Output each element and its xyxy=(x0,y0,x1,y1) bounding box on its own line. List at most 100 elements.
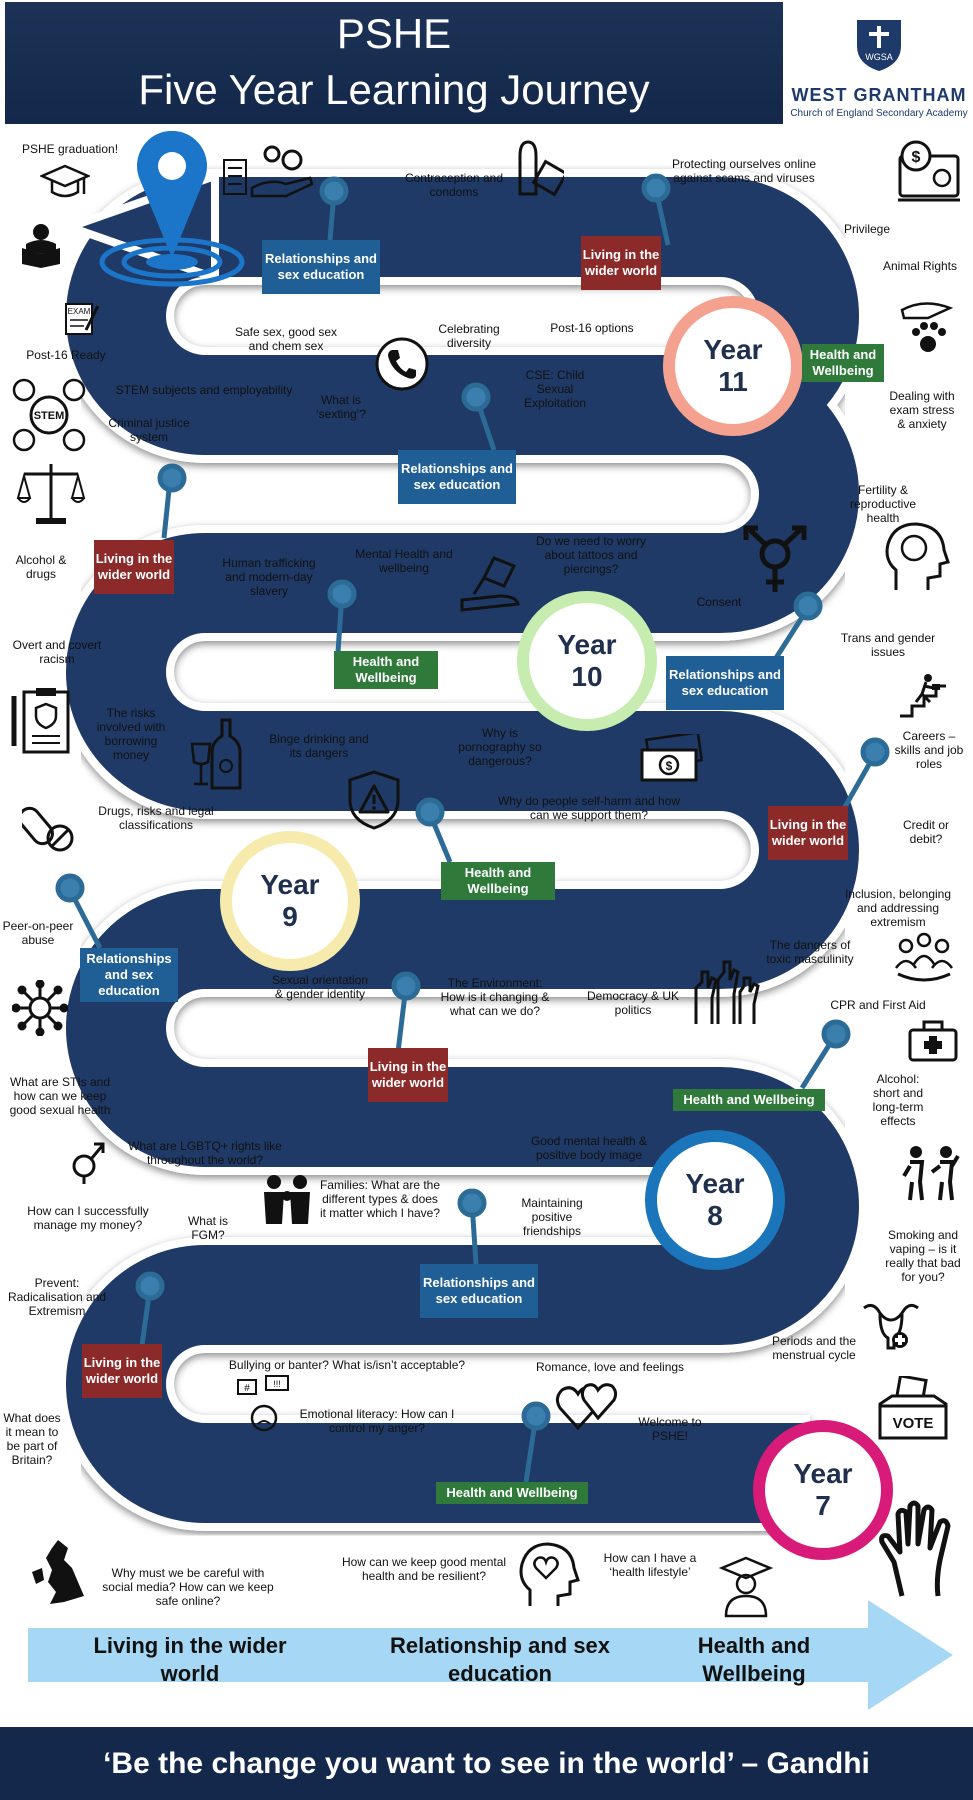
label-post16-ready: Post-16 Ready xyxy=(26,348,106,362)
label-graduation: PSHE graduation! xyxy=(21,142,119,156)
label-healthy: How can I have a ‘health lifestyle’ xyxy=(603,1551,697,1579)
label-periods: Periods and the menstrual cycle xyxy=(771,1334,857,1362)
label-safe-sex: Safe sex, good sex and chem sex xyxy=(234,325,338,353)
tag-lww: Living in the wider world xyxy=(768,806,848,860)
label-fertility: Fertility & reproductive health xyxy=(849,483,917,525)
tattoo-machine-icon xyxy=(460,556,520,612)
year-11-number: 11 xyxy=(718,366,748,397)
virus-network-icon xyxy=(12,980,68,1036)
exam-paper-icon: EXAM xyxy=(65,303,100,335)
year-9-word: Year xyxy=(260,869,320,900)
raised-hands-icon xyxy=(694,960,760,1024)
stem-icon: STEM xyxy=(12,378,86,452)
label-romance: Romance, love and feelings xyxy=(535,1360,685,1374)
year-7-number: 7 xyxy=(815,1490,831,1521)
label-self-harm: Why do people self-harm and how can we s… xyxy=(497,794,681,822)
tag-lww: Living in the wider world xyxy=(581,236,661,290)
label-money: How can I successfully manage my money? xyxy=(27,1204,149,1232)
label-social-media: Why must we be careful with social media… xyxy=(102,1566,274,1608)
label-families: Families: What are the different types &… xyxy=(319,1178,441,1220)
label-consent: Consent xyxy=(696,595,742,609)
gears-hand-icon xyxy=(223,145,314,198)
tag-hw: Health and Wellbeing xyxy=(436,1482,588,1504)
animal-paw-hand-icon xyxy=(900,302,954,352)
tag-rse: Relationships and sex education xyxy=(80,948,178,1002)
legend-rse: Relationship and sex education xyxy=(389,1633,611,1686)
label-credit: Credit or debit? xyxy=(902,818,949,846)
title-line-1: PSHE xyxy=(336,10,452,57)
warning-shield-icon xyxy=(348,770,400,830)
label-orientation: Sexual orientation & gender identity xyxy=(271,973,369,1001)
school-logo: WGSA WEST GRANTHAM Church of England Sec… xyxy=(785,14,973,119)
graduate-icon xyxy=(718,1556,774,1618)
tag-rse: Relationships and sex education xyxy=(398,450,516,504)
legend-hw: Health and Wellbeing xyxy=(697,1633,811,1686)
label-drugs-class: Drugs, risks and legal classifications xyxy=(98,804,214,832)
gender-symbol-icon xyxy=(72,1142,105,1184)
heart-head-icon xyxy=(519,1542,580,1606)
title-line-2: Five Year Learning Journey xyxy=(138,66,650,113)
year-10-number: 10 xyxy=(571,661,603,692)
inclusion-people-icon xyxy=(894,932,954,982)
label-privilege: Privilege xyxy=(843,222,891,236)
label-fgm: What is FGM? xyxy=(187,1214,228,1242)
label-cse: CSE: Child Sexual Exploitation xyxy=(523,368,587,410)
svg-text:!!!: !!! xyxy=(273,1379,281,1389)
graduation-cap-icon xyxy=(40,164,90,198)
label-welcome: Welcome to PSHE! xyxy=(638,1415,702,1443)
label-lgbtq: What are LGBTQ+ rights like throughout t… xyxy=(128,1139,282,1167)
svg-text:#: # xyxy=(244,1383,250,1394)
pills-icon xyxy=(22,806,74,852)
label-trafficking: Human trafficking and modern-day slavery xyxy=(222,556,316,598)
ballot-box-icon: VOTE xyxy=(878,1376,948,1440)
transgender-symbol-icon xyxy=(743,525,807,592)
label-masculinity: The dangers of toxic masculinity xyxy=(766,938,854,966)
label-mental-health: Mental Health and wellbeing xyxy=(355,547,453,575)
year-8-word: Year xyxy=(685,1168,745,1199)
strand-arrow xyxy=(28,1600,953,1710)
year-11-word: Year xyxy=(703,334,763,365)
label-careers: Careers – skills and job roles xyxy=(894,729,964,771)
year-7-word: Year xyxy=(793,1458,853,1489)
scales-of-justice-icon xyxy=(16,464,86,524)
label-peer-abuse: Peer-on-peer abuse xyxy=(2,919,74,947)
label-britain: What does it mean to be part of Britain? xyxy=(3,1411,61,1467)
reader-icon xyxy=(22,224,60,268)
label-scams: Protecting ourselves online against scam… xyxy=(671,157,817,185)
argument-people-icon xyxy=(902,1146,960,1201)
label-racism: Overt and covert racism xyxy=(12,638,102,666)
label-sexting: What is ‘sexting’? xyxy=(315,393,367,421)
label-emotional: Emotional literacy: How can I control my… xyxy=(299,1407,455,1435)
label-democracy: Democracy & UK politics xyxy=(586,989,680,1017)
label-friendships: Maintaining positive friendships xyxy=(521,1196,583,1238)
label-trans: Trans and gender issues xyxy=(840,631,936,659)
dollar-monitor-icon: $ xyxy=(898,140,960,202)
crest-icon: WGSA xyxy=(857,20,901,71)
uterus-icon xyxy=(863,1303,919,1350)
tag-pins xyxy=(55,173,890,1483)
wine-bottle-icon xyxy=(190,718,242,790)
svg-text:$: $ xyxy=(912,149,921,166)
footer-quote: ‘Be the change you want to see in the wo… xyxy=(0,1727,973,1800)
tag-rse: Relationships and sex education xyxy=(420,1264,538,1318)
clipboard-shield-icon xyxy=(11,688,70,754)
career-steps-icon xyxy=(900,674,946,718)
label-binge: Binge drinking and its dangers xyxy=(269,732,369,760)
location-pin-icon xyxy=(99,130,245,287)
year-10-word: Year xyxy=(557,629,617,660)
label-environment: The Environment: How is it changing & wh… xyxy=(440,976,550,1018)
tag-rse: Relationships and sex education xyxy=(262,240,380,294)
label-stis: What are STIs and how can we keep good s… xyxy=(9,1075,111,1117)
label-resilient: How can we keep good mental health and b… xyxy=(341,1555,507,1583)
tag-lww: Living in the wider world xyxy=(82,1344,162,1398)
legend-lww: Living in the wider world xyxy=(93,1633,287,1686)
raised-hand-icon xyxy=(879,1500,951,1597)
label-stem: STEM subjects and employability xyxy=(115,383,293,397)
label-alcohol-drugs: Alcohol & drugs xyxy=(15,553,67,581)
uk-map-icon xyxy=(32,1540,84,1604)
banknotes-icon: $ xyxy=(640,734,704,782)
title-banner: PSHE Five Year Learning Journey xyxy=(5,2,783,124)
